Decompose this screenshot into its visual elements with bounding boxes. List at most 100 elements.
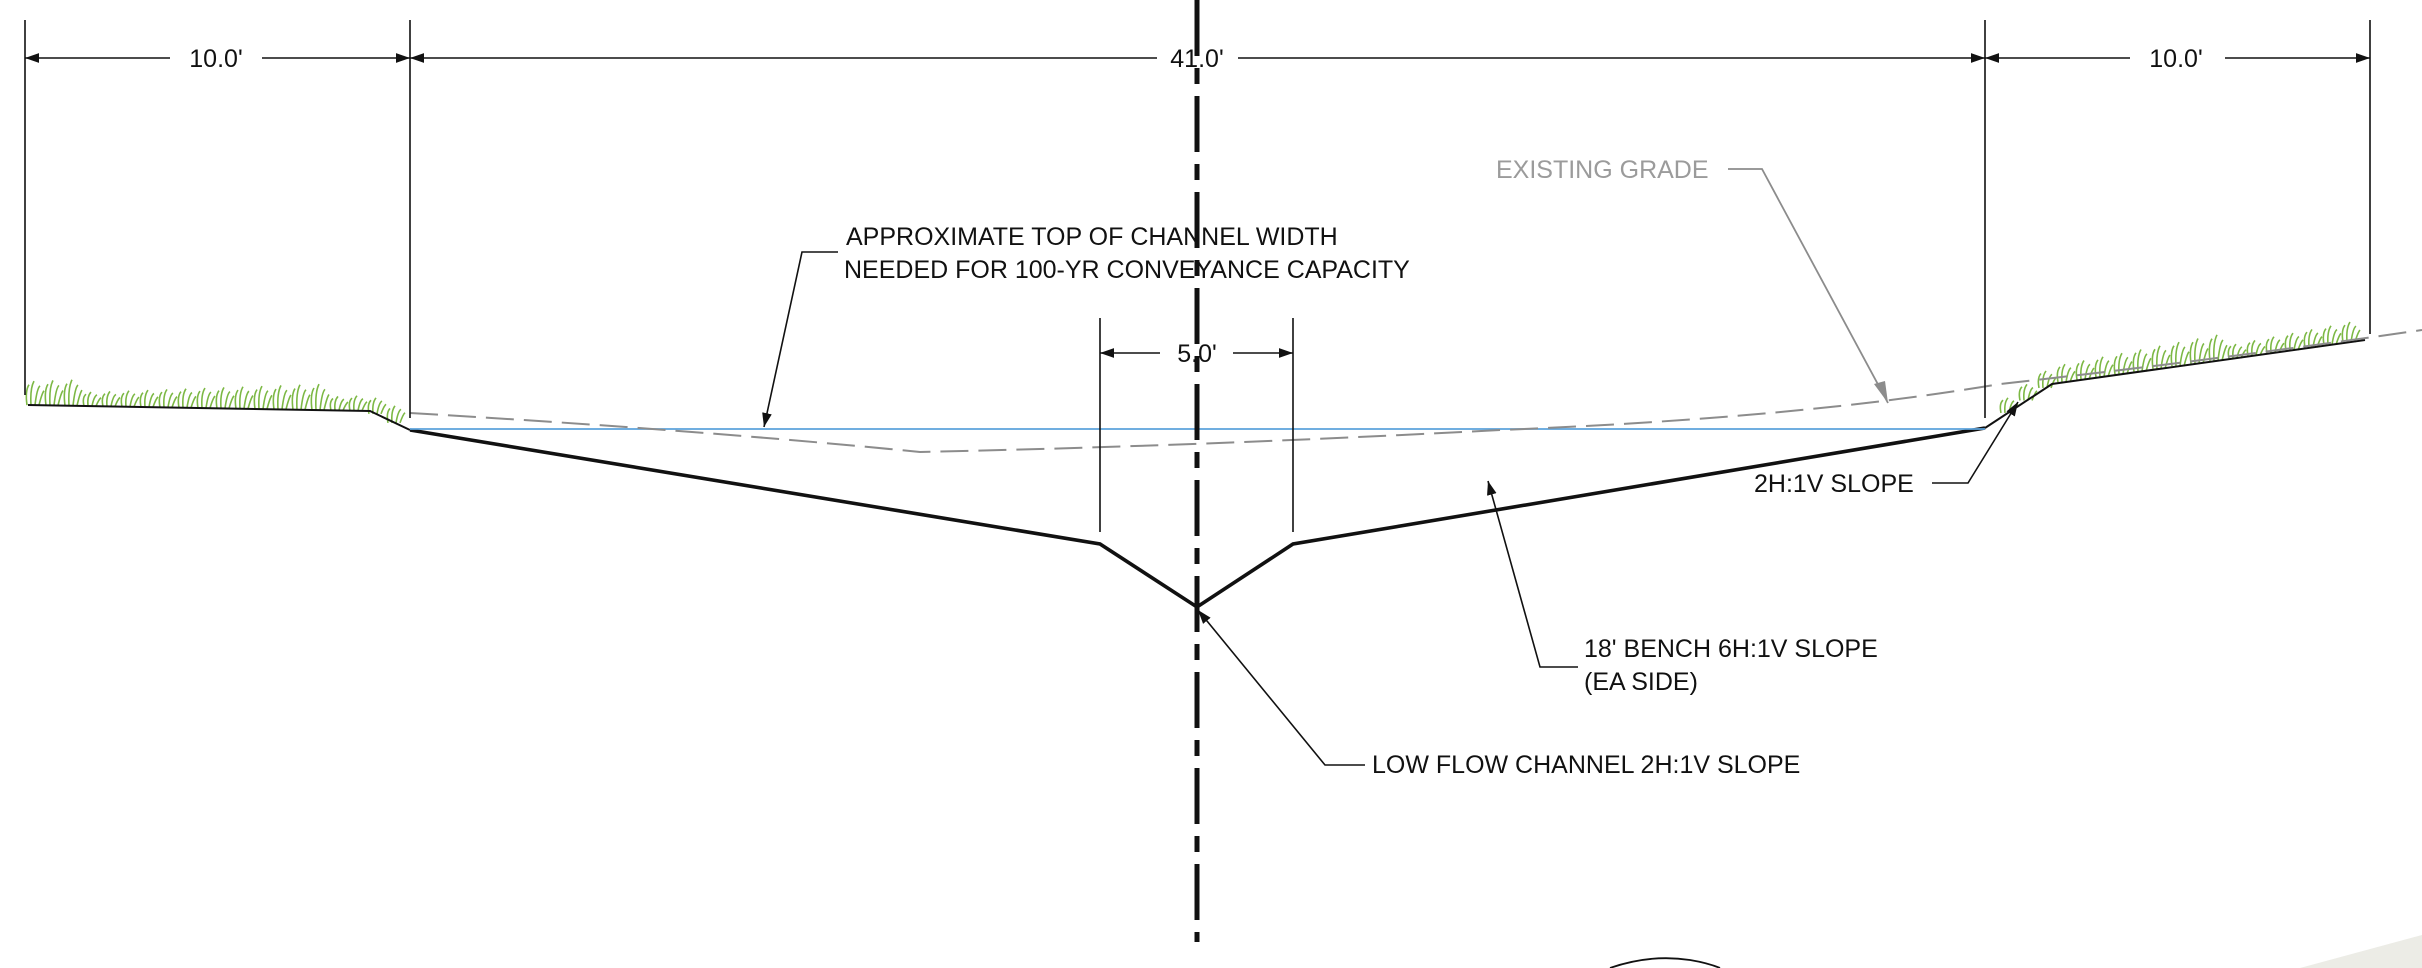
grass-blade (262, 390, 269, 410)
existing-grade-label: EXISTING GRADE (1496, 156, 1709, 184)
low-flow-label: LOW FLOW CHANNEL 2H:1V SLOPE (1372, 751, 1800, 779)
grass-blade (395, 408, 402, 424)
grass-blade (2103, 360, 2110, 377)
grass-blade (144, 389, 149, 408)
grass-blade (44, 383, 49, 406)
grass-blade (91, 394, 98, 407)
grass-blade (2122, 356, 2129, 375)
side-slope-label: 2H:1V SLOPE (1754, 470, 1914, 498)
dimension-low-flow-label: 5.0' (1177, 340, 1217, 368)
grass-blade (2236, 346, 2243, 359)
grass-blade (272, 388, 277, 410)
grass-blade (125, 390, 130, 407)
grass-blade (53, 384, 60, 406)
grass-blade (110, 393, 117, 407)
grass-blade (2221, 344, 2228, 361)
callout-side-slope: 2H:1V SLOPE (1754, 401, 2019, 498)
grass-blade (357, 398, 364, 411)
grass-blade (139, 392, 144, 408)
grass-blade (2213, 334, 2218, 361)
grass-blade (2208, 338, 2213, 361)
callout-bench: 18' BENCH 6H:1V SLOPE (EA SIDE) (1487, 480, 1878, 696)
grass-blade (2080, 360, 2085, 380)
grass-blade (158, 391, 163, 408)
grass-blade (76, 389, 83, 406)
grass-blade (2042, 370, 2047, 389)
grass-blade (2179, 346, 2186, 367)
grass-blade (152, 396, 159, 408)
grass-blade (177, 391, 182, 408)
ground-line-left (27, 404, 411, 431)
grass-blade (266, 394, 273, 410)
grass-blade (253, 389, 258, 410)
grass-blade (2113, 355, 2118, 375)
callout-existing-grade: EXISTING GRADE (1496, 156, 1889, 404)
grass-blade (247, 395, 254, 409)
grass-blade (334, 395, 339, 411)
grass-blade (2031, 390, 2038, 401)
grass-blade (163, 388, 168, 408)
dimension-channel-top: 41.0' (410, 45, 1985, 73)
grass-blade (38, 390, 45, 406)
grass-blade (372, 397, 377, 414)
grass-left-bank (25, 379, 406, 424)
grass-blade (277, 385, 282, 410)
dimension-right-bank: 10.0' (1985, 45, 2370, 73)
grass-blade (2075, 362, 2080, 380)
grass-blade (239, 386, 244, 409)
grass-blade (205, 391, 212, 409)
grass-blade (209, 395, 216, 409)
grass-blade (2018, 386, 2023, 401)
grass-blade (63, 383, 68, 406)
grass-blade (95, 397, 102, 407)
grass-blade (1999, 399, 2004, 414)
top-width-label-line1: APPROXIMATE TOP OF CHANNEL WIDTH (846, 223, 1338, 251)
ground-line-right (1984, 339, 2366, 429)
grass-blade (106, 390, 111, 407)
grass-blade (234, 389, 239, 409)
grass-blade (348, 397, 353, 411)
grass-blade (2255, 342, 2262, 356)
grass-blade (215, 390, 220, 409)
grass-blade (319, 388, 326, 411)
grass-blade (2084, 363, 2091, 380)
grass-blade (201, 387, 206, 409)
grass-blade (296, 384, 301, 410)
grass-blade (329, 397, 334, 411)
grass-blade (30, 380, 35, 406)
grass-blade (196, 390, 201, 409)
grass-blade (2137, 349, 2142, 372)
grass-right-bank (1999, 321, 2361, 414)
grass-blade (361, 401, 368, 412)
grass-blade (2346, 321, 2351, 343)
section-symbol-partial (1609, 957, 1721, 968)
grass-blade (2331, 328, 2338, 345)
grass-blade (133, 396, 140, 408)
grass-blade (190, 395, 197, 409)
grass-blade (2141, 353, 2148, 372)
grass-blade (87, 391, 92, 407)
grass-blade (399, 412, 406, 424)
grass-blade (57, 389, 64, 406)
dimension-right-bank-label: 10.0' (2149, 45, 2202, 73)
grass-blade (25, 384, 30, 406)
grass-blade (304, 394, 311, 410)
top-width-label-line2: NEEDED FOR 100-YR CONVEYANCE CAPACITY (844, 256, 1410, 284)
grass-blade (2004, 397, 2009, 413)
grass-blade (2341, 324, 2346, 343)
grass-blade (300, 389, 307, 410)
grass-blade (323, 394, 330, 411)
grass-blade (2023, 383, 2028, 401)
grass-blade (338, 398, 345, 411)
grass-blade (82, 393, 87, 407)
dimension-channel-top-label: 41.0' (1170, 45, 1223, 73)
grass-blade (148, 392, 155, 408)
grass-blade (2160, 349, 2167, 369)
grass-blade (353, 395, 358, 411)
grass-blade (2118, 352, 2123, 375)
grass-blade (129, 393, 136, 407)
grass-blade (114, 396, 121, 407)
grass-blade (2217, 339, 2224, 361)
grass-blade (2037, 372, 2042, 389)
